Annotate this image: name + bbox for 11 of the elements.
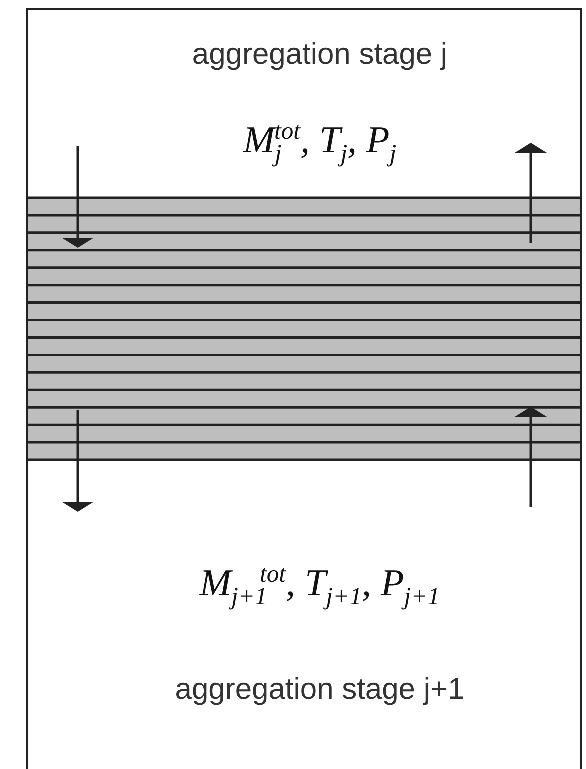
- state-variables: M$_{j+1}$$^{tot}$, T$_{j+1}$, P$_{j+1}$: [200, 561, 440, 612]
- arrow: [62, 146, 94, 248]
- stage-title: aggregation stage j+1: [175, 673, 465, 707]
- state-variables: M$_{j}$$^{tot}$, T$_{j}$, P$_{j}$: [243, 118, 397, 168]
- stage-title: aggregation stage j: [192, 38, 448, 72]
- tray-band: [26, 197, 582, 461]
- stage-region: [26, 8, 582, 197]
- stage-region: [26, 461, 582, 769]
- arrow: [515, 143, 547, 243]
- arrow: [62, 410, 94, 512]
- arrow: [515, 407, 547, 507]
